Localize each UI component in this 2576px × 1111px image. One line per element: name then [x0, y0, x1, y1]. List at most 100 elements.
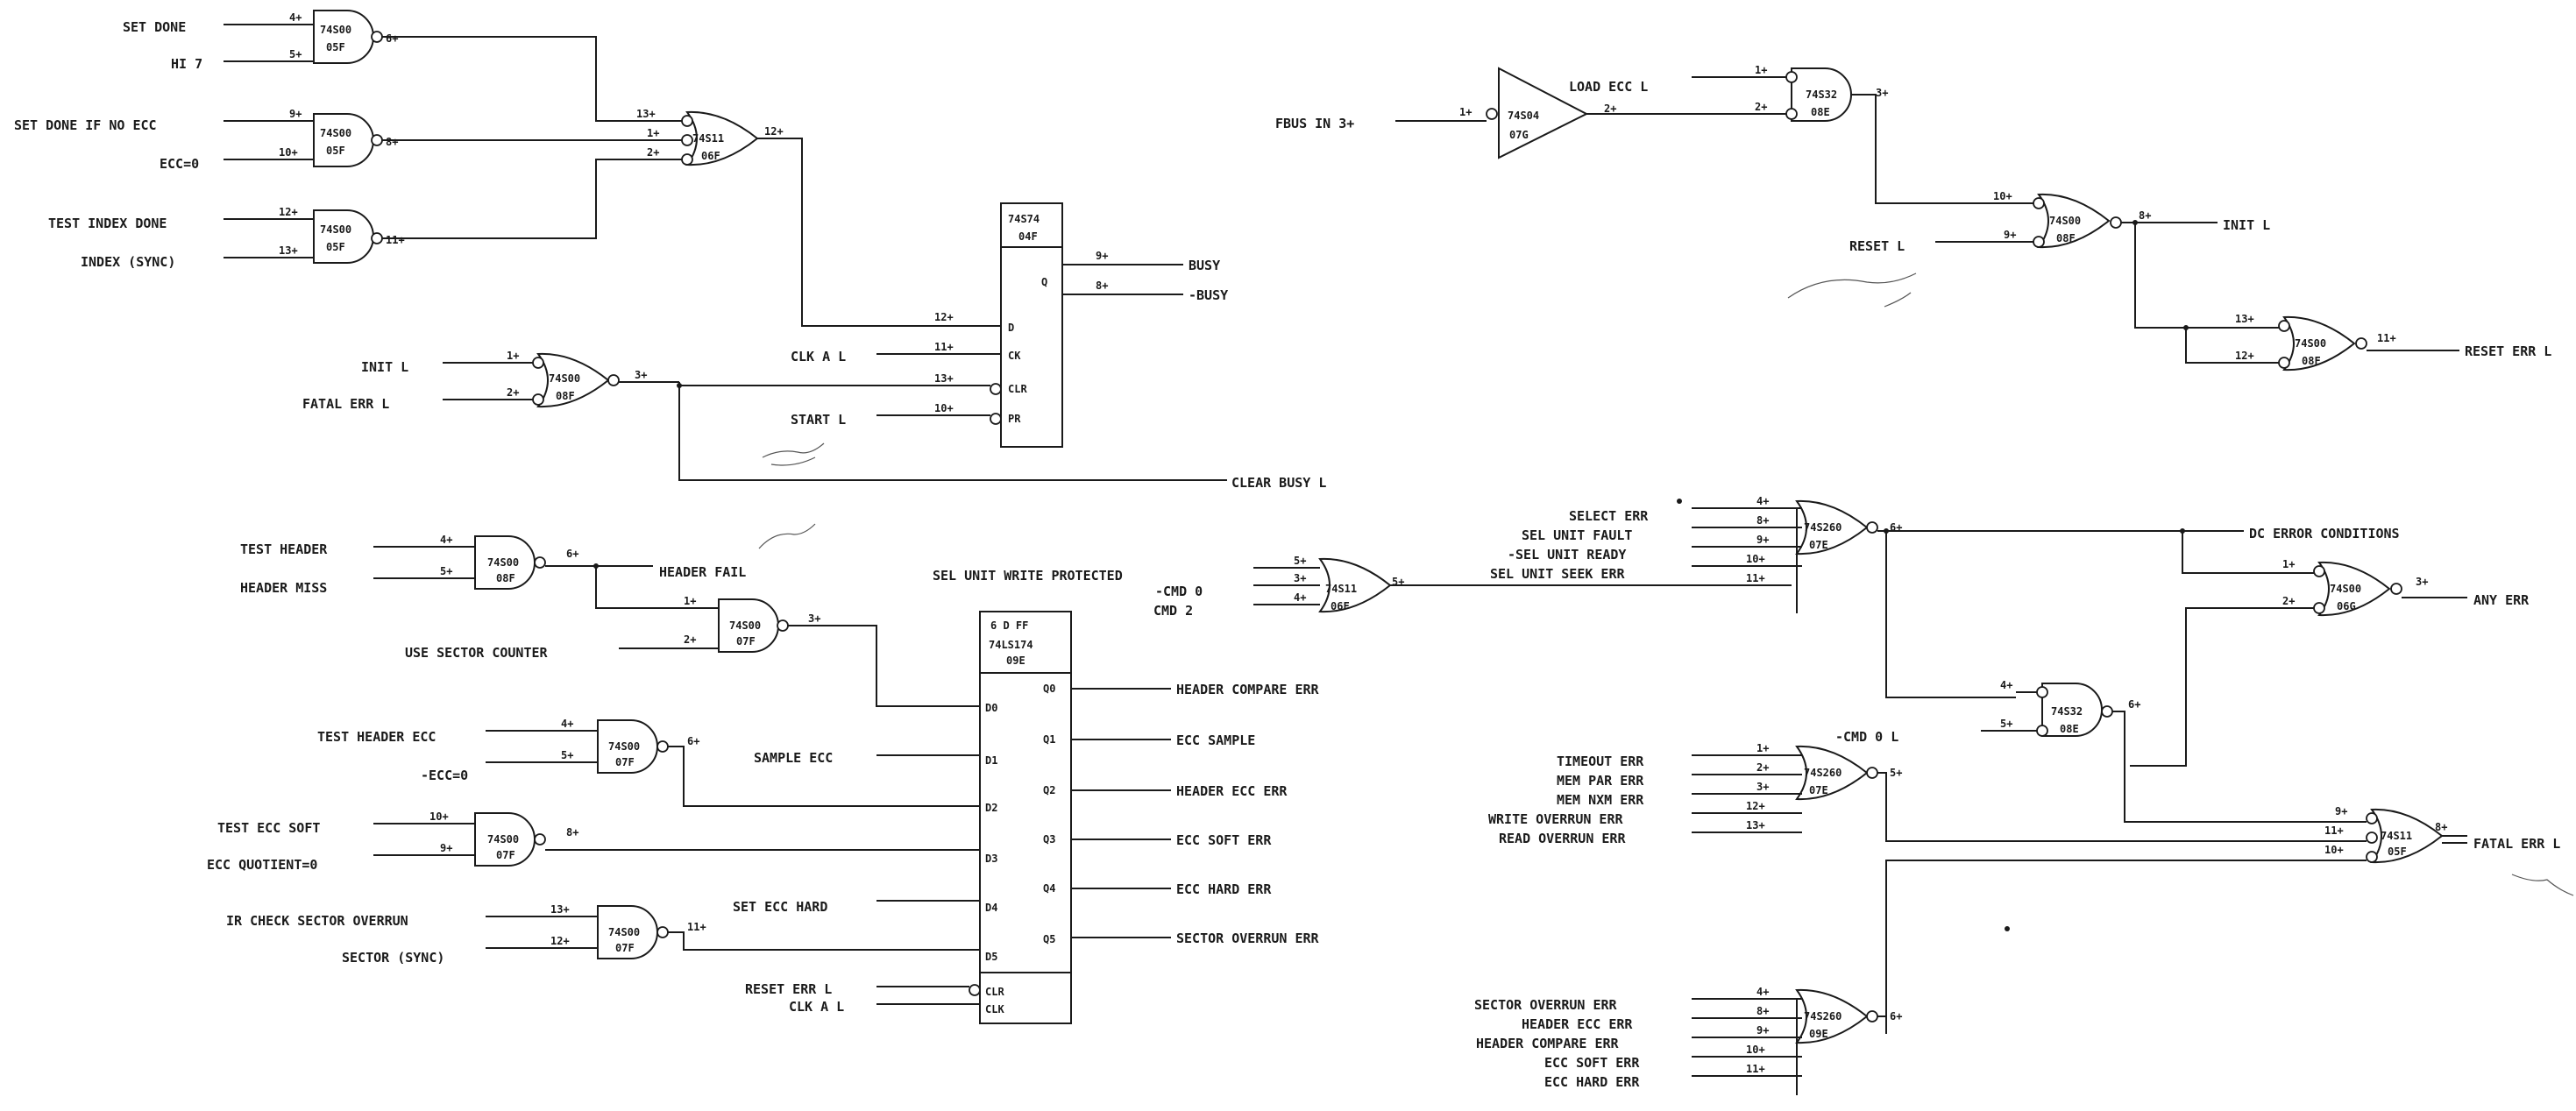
- signal-fatal-err-l2: FATAL ERR L: [2473, 836, 2560, 852]
- svg-text:10+: 10+: [1993, 190, 2012, 202]
- part-number: 74S32: [2051, 705, 2083, 718]
- signal-test-index-done: TEST INDEX DONE: [48, 216, 167, 231]
- pin-q3: Q3: [1043, 833, 1055, 846]
- signal-mem-nxm-err: MEM NXM ERR: [1557, 792, 1644, 808]
- part-location: 07E: [1809, 784, 1828, 796]
- signal-test-ecc-soft: TEST ECC SOFT: [217, 820, 320, 836]
- svg-text:1+: 1+: [647, 127, 659, 139]
- signal-sector-sync: SECTOR (SYNC): [342, 950, 444, 966]
- pin-pr: PR: [1008, 413, 1021, 425]
- svg-text:3+: 3+: [635, 369, 647, 381]
- part-location: 08E: [2060, 723, 2079, 735]
- part-location: 07G: [1509, 129, 1529, 141]
- signal-sel-unit-fault: SEL UNIT FAULT: [1522, 527, 1632, 543]
- svg-text:6+: 6+: [687, 735, 699, 747]
- pin-q5: Q5: [1043, 933, 1055, 945]
- svg-text:8+: 8+: [2139, 209, 2151, 222]
- svg-text:1+: 1+: [507, 350, 519, 362]
- nand-gate-07f-d: 74S00 07F: [597, 905, 669, 959]
- signal-header-compare-err2: HEADER COMPARE ERR: [1476, 1036, 1620, 1051]
- signal-select-err: SELECT ERR: [1569, 508, 1649, 524]
- svg-text:2+: 2+: [507, 386, 519, 399]
- svg-text:2+: 2+: [1755, 101, 1767, 113]
- signal-start-l: START L: [791, 412, 846, 428]
- signal-timeout-err: TIMEOUT ERR: [1557, 754, 1644, 769]
- svg-text:5+: 5+: [2000, 718, 2012, 730]
- signal-ecc-hard-err2: ECC HARD ERR: [1544, 1074, 1640, 1090]
- part-number: 74S00: [608, 740, 640, 753]
- signal-sample-ecc: SAMPLE ECC: [754, 750, 833, 766]
- svg-text:9+: 9+: [2335, 805, 2347, 817]
- signal-ecc-quotient0: ECC QUOTIENT=0: [207, 857, 317, 873]
- part-number: 74S260: [1804, 521, 1842, 534]
- signal-ir-check-sector-overrun: IR CHECK SECTOR OVERRUN: [226, 913, 408, 929]
- signal-sel-unit-wp: SEL UNIT WRITE PROTECTED: [933, 568, 1123, 584]
- or-gate-08f-c: 74S00 08F: [2278, 315, 2367, 372]
- part-location: 06F: [1331, 600, 1350, 612]
- pin-clk: CLK: [985, 1003, 1004, 1015]
- part-location: 07F: [615, 756, 635, 768]
- part-number: 74S04: [1508, 110, 1539, 122]
- svg-text:13+: 13+: [550, 903, 570, 916]
- svg-text:4+: 4+: [440, 534, 452, 546]
- part-location: 06G: [2337, 600, 2356, 612]
- svg-text:11+: 11+: [2377, 332, 2396, 344]
- part-number: 74S11: [2381, 830, 2412, 842]
- svg-text:2+: 2+: [647, 146, 659, 159]
- svg-text:8+: 8+: [2435, 821, 2447, 833]
- svg-text:2+: 2+: [684, 633, 696, 646]
- svg-text:13+: 13+: [2235, 313, 2254, 325]
- svg-text:13+: 13+: [1746, 819, 1765, 831]
- svg-text:2+: 2+: [1604, 103, 1616, 115]
- signal-clk-a-l2: CLK A L: [789, 999, 844, 1015]
- nor-gate-08e-b: 74S32 08E: [2036, 683, 2113, 737]
- signal-ecc-sample: ECC SAMPLE: [1176, 732, 1255, 748]
- part-number: 74S11: [692, 132, 724, 145]
- svg-text:10+: 10+: [934, 402, 954, 414]
- signal-sector-overrun-err2: SECTOR OVERRUN ERR: [1474, 997, 1618, 1013]
- or-gate-06f-b: 74S11 06F: [1319, 557, 1391, 613]
- svg-text:8+: 8+: [386, 136, 398, 148]
- part-location: 08F: [496, 572, 515, 584]
- svg-text:3+: 3+: [2416, 576, 2428, 588]
- svg-text:3+: 3+: [1294, 572, 1306, 584]
- svg-text:8+: 8+: [1756, 1005, 1769, 1017]
- svg-text:8+: 8+: [1096, 280, 1108, 292]
- svg-text:10+: 10+: [2324, 844, 2344, 856]
- svg-text:4+: 4+: [1294, 591, 1306, 604]
- svg-text:9+: 9+: [440, 842, 452, 854]
- svg-text:11+: 11+: [1746, 572, 1765, 584]
- svg-text:4+: 4+: [1756, 495, 1769, 507]
- signal-sector-overrun-err: SECTOR OVERRUN ERR: [1176, 931, 1320, 946]
- svg-text:4+: 4+: [561, 718, 573, 730]
- part-location: 09E: [1809, 1028, 1828, 1040]
- svg-text:4+: 4+: [1756, 986, 1769, 998]
- part-location: 06F: [701, 150, 720, 162]
- svg-text:10+: 10+: [279, 146, 298, 159]
- signal-test-header: TEST HEADER: [240, 541, 328, 557]
- pin-q: Q: [1041, 276, 1047, 288]
- part-number: 74S74: [1008, 213, 1040, 225]
- nor-gate-07e-a: 74S260 07E: [1796, 499, 1878, 556]
- part-number: 74S00: [2330, 583, 2361, 595]
- pin-q1: Q1: [1043, 733, 1055, 746]
- svg-text:13+: 13+: [934, 372, 954, 385]
- signal-set-ecc-hard: SET ECC HARD: [733, 899, 827, 915]
- signal-busy: BUSY: [1189, 258, 1220, 273]
- signal-test-header-ecc: TEST HEADER ECC: [317, 729, 436, 745]
- svg-text:3+: 3+: [1756, 781, 1769, 793]
- pin-q4: Q4: [1043, 882, 1055, 895]
- part-number: 74LS174: [989, 639, 1033, 651]
- part-location: 05F: [326, 241, 345, 253]
- svg-text:3+: 3+: [808, 612, 820, 625]
- svg-text:9+: 9+: [289, 108, 302, 120]
- signal-fbus-in3: FBUS IN 3+: [1275, 116, 1354, 131]
- signal-nbusy: -BUSY: [1189, 287, 1228, 303]
- nor-gate-08e: 74S32 08E: [1785, 67, 1852, 122]
- part-location: 05F: [326, 41, 345, 53]
- signal-cmd2: CMD 2: [1153, 603, 1193, 619]
- pin-d2: D2: [985, 802, 997, 814]
- signal-init-l: INIT L: [361, 359, 408, 375]
- signal-init-l-out: INIT L: [2223, 217, 2270, 233]
- signal-ecc0: ECC=0: [160, 156, 199, 172]
